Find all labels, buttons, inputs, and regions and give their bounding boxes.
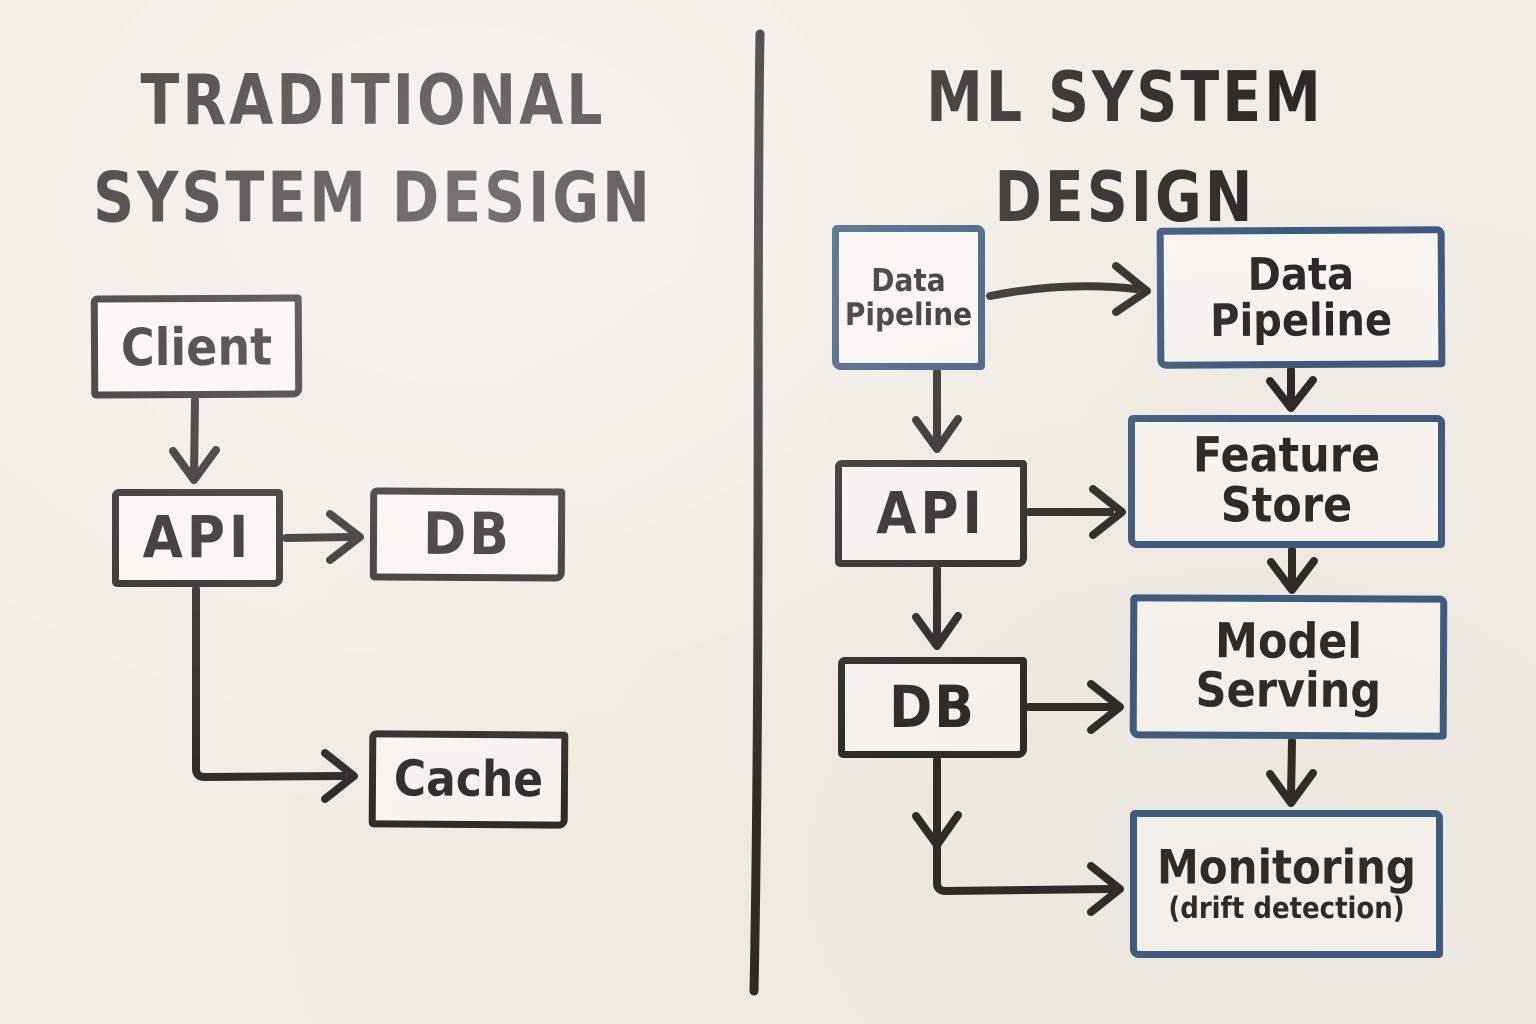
arrow-head <box>1087 862 1124 916</box>
node-api-traditional: API <box>112 489 283 587</box>
node-monitoring: Monitoring (drift detection) <box>1130 810 1443 958</box>
node-client-label: Client <box>120 315 273 378</box>
node-db-ml-label: DB <box>889 673 976 742</box>
node-monitoring-sublabel: (drift detection) <box>1168 891 1405 926</box>
arrow-api-to-cache <box>192 585 358 803</box>
node-feature-store-line2: Store <box>1220 477 1353 534</box>
arrow-api-to-db <box>282 510 364 564</box>
arrow-datapipeline-to-api <box>912 368 962 453</box>
arrow-line <box>933 756 1114 895</box>
arrow-line <box>192 585 347 781</box>
node-model-serving-line2: Serving <box>1195 662 1382 720</box>
arrow-db-to-modelserving <box>1025 680 1124 734</box>
node-data-pipeline-line1: Data <box>1247 248 1355 301</box>
arrow-head <box>321 749 358 803</box>
node-api-ml-label: API <box>876 479 986 548</box>
arrow-head <box>912 612 962 650</box>
node-data-pipeline-line2: Pipeline <box>1210 294 1393 347</box>
right-title-line2: DESIGN <box>994 157 1256 239</box>
node-api-ml: API <box>835 460 1027 567</box>
arrow-db-to-monitoring <box>912 756 1124 916</box>
arrow-head <box>1112 262 1151 316</box>
arrow-head <box>169 446 220 484</box>
panel-divider <box>749 29 765 996</box>
arrow-api-to-featurestore <box>1025 485 1126 539</box>
arrow-head <box>912 811 962 849</box>
arrow-head <box>912 415 962 453</box>
arrow-head <box>326 510 364 564</box>
right-panel-title: ML SYSTEM DESIGN <box>845 48 1405 248</box>
node-client: Client <box>90 294 303 399</box>
arrow-modelserving-to-monitoring <box>1266 737 1317 807</box>
arrow-datapipeline-to-featurestore <box>1266 366 1317 412</box>
arrow-api-to-db-ml <box>912 565 962 650</box>
node-cache-label: Cache <box>393 750 544 809</box>
arrow-head <box>1267 557 1318 594</box>
arrow-head <box>1266 769 1317 807</box>
right-title-line1: ML SYSTEM <box>926 57 1324 139</box>
node-data-pipeline-source: Data Pipeline <box>832 225 985 370</box>
node-data-pipeline: Data Pipeline <box>1156 226 1446 369</box>
arrow-client-to-api <box>169 396 220 484</box>
node-model-serving: Model Serving <box>1129 594 1448 740</box>
node-cache: Cache <box>368 730 569 829</box>
left-panel-title: TRADITIONAL SYSTEM DESIGN <box>73 52 673 247</box>
node-api-label: API <box>142 504 253 572</box>
node-feature-store-line1: Feature <box>1192 427 1381 484</box>
arrow-line <box>282 533 354 542</box>
arrow-datapipeline-to-datapipeline <box>986 262 1151 316</box>
arrow-head <box>1087 680 1124 734</box>
node-db-label: DB <box>422 500 513 569</box>
node-db-ml: DB <box>838 657 1027 758</box>
node-feature-store: Feature Store <box>1128 415 1445 548</box>
arrow-line <box>1287 737 1296 801</box>
left-title-line2: SYSTEM DESIGN <box>93 158 653 239</box>
node-db-traditional: DB <box>369 487 566 582</box>
node-monitoring-label: Monitoring <box>1157 839 1416 895</box>
arrow-line <box>986 282 1140 300</box>
node-data-pipeline-source-line2: Pipeline <box>844 295 973 333</box>
left-title-line1: TRADITIONAL <box>140 60 606 142</box>
arrow-featurestore-to-modelserving <box>1267 546 1318 594</box>
node-data-pipeline-source-line1: Data <box>871 261 946 299</box>
arrow-line <box>190 396 199 480</box>
arrow-head <box>1089 485 1126 539</box>
arrow-head <box>1266 376 1317 412</box>
